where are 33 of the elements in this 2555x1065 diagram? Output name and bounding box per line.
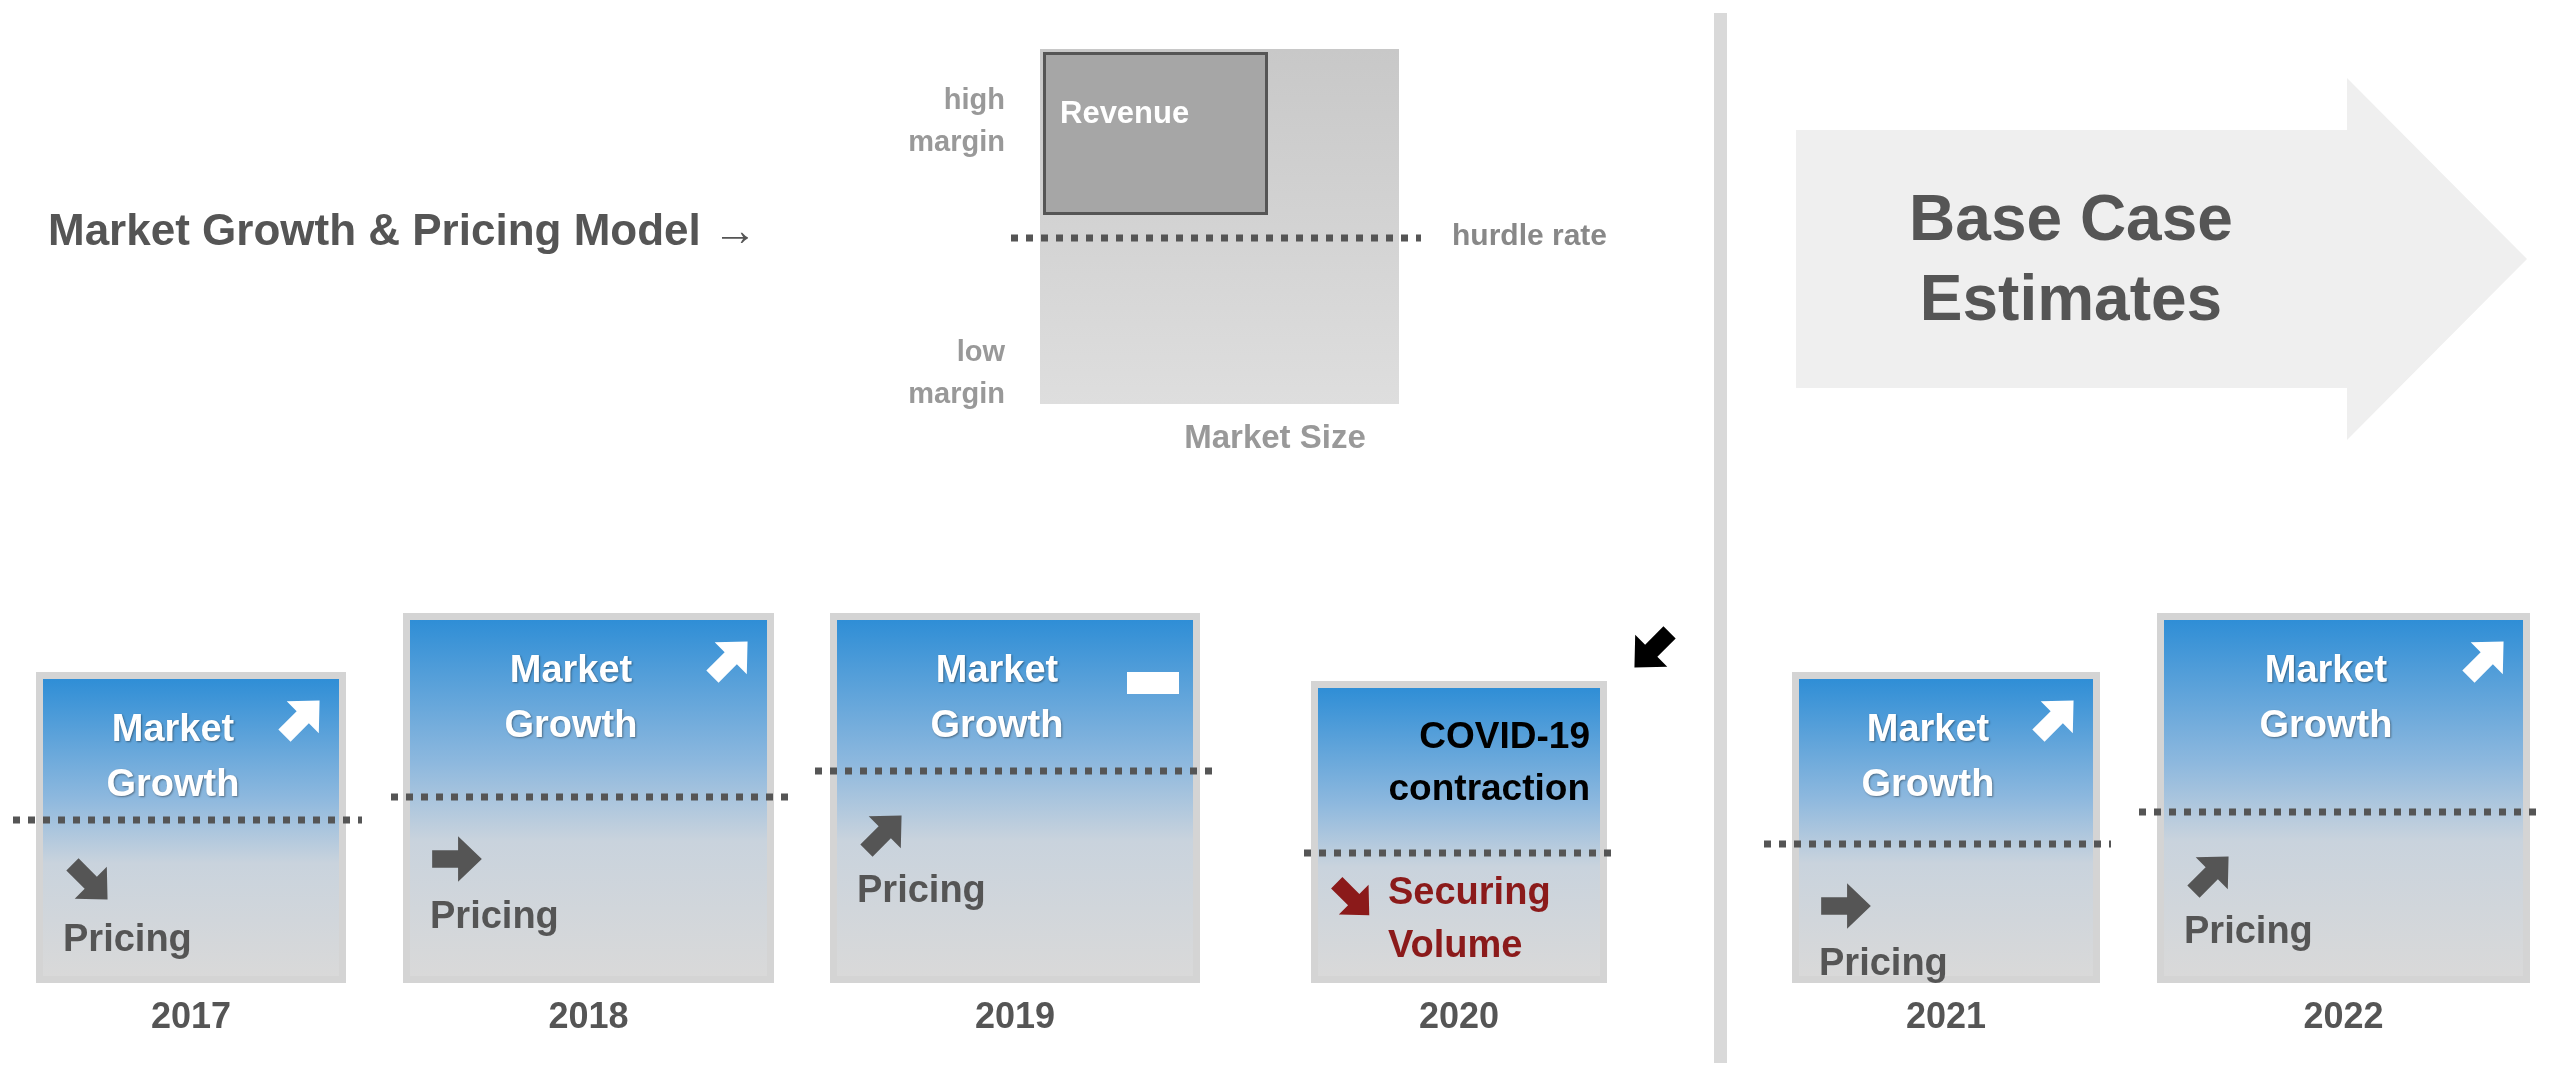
card-heading: Market Growth — [2258, 647, 2394, 748]
year-label: 2017 — [149, 995, 233, 1037]
axis-label: low margin — [907, 334, 1005, 412]
year-card — [2157, 613, 2530, 983]
card-text: Pricing — [857, 868, 986, 911]
card-heading: Market Growth — [503, 647, 639, 748]
axis-label: Market Size — [1183, 418, 1367, 456]
revenue-box — [1043, 52, 1268, 215]
year-card — [1311, 681, 1607, 983]
year-card — [830, 613, 1200, 983]
year-card — [36, 672, 346, 983]
banner-text: Base Case Estimates — [1908, 181, 2234, 336]
year-card — [403, 613, 774, 983]
year-label: 2020 — [1417, 995, 1501, 1037]
card-text: Pricing — [430, 894, 559, 937]
axis-label: high margin — [907, 82, 1005, 160]
year-label: 2019 — [973, 995, 1057, 1037]
card-heading: Market Growth — [105, 706, 241, 807]
card-heading: COVID-19 contraction — [1387, 714, 1590, 810]
year-card — [1792, 672, 2100, 983]
box-label: Revenue — [1060, 94, 1191, 132]
card-text: Pricing — [63, 917, 192, 960]
heading-text: Market Growth & Pricing Model → — [48, 205, 757, 255]
card-heading: Market Growth — [929, 647, 1065, 748]
card-text: Pricing — [2184, 909, 2313, 952]
year-label: 2021 — [1904, 995, 1988, 1037]
card-heading: Market Growth — [1860, 706, 1996, 807]
card-text: Securing Volume — [1388, 869, 1552, 968]
year-label: 2018 — [547, 995, 630, 1037]
card-text: Pricing — [1819, 941, 1948, 984]
quadrant-box — [1040, 49, 1399, 404]
line-label: hurdle rate — [1452, 218, 1609, 252]
year-label: 2022 — [2302, 995, 2385, 1037]
